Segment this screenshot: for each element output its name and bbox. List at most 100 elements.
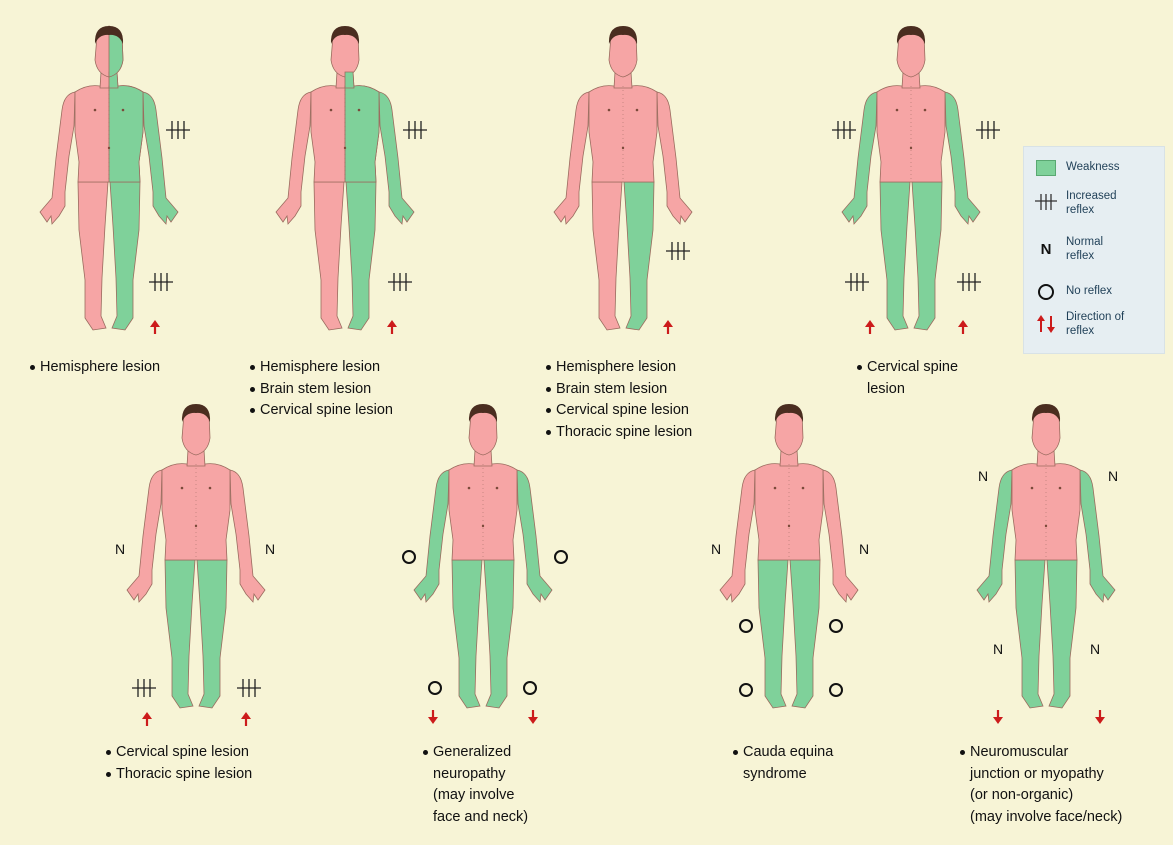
nipple <box>496 487 499 490</box>
arrow-up-icon <box>865 320 875 334</box>
nipple <box>1059 487 1062 490</box>
normal-reflex-label: N <box>115 541 125 557</box>
nipple <box>330 109 333 112</box>
right-arm <box>842 92 877 224</box>
right-leg <box>880 182 910 330</box>
right-arm <box>414 470 449 602</box>
legend-normal-label: Normal reflex <box>1066 235 1103 263</box>
caption-item: Thoracic spine lesion <box>546 422 692 444</box>
left-arm <box>230 470 265 602</box>
left-arm <box>379 92 414 224</box>
caption-neuromuscular: Neuromuscular junction or myopathy (or n… <box>960 742 1122 828</box>
increased-reflex-icon <box>149 273 173 291</box>
arrow-down-icon <box>428 710 438 724</box>
caption-hemisphere: Hemisphere lesion <box>30 357 160 379</box>
right-arm <box>554 92 589 224</box>
arrow-up-icon <box>663 320 673 334</box>
nipple <box>802 487 805 490</box>
left-arm <box>823 470 858 602</box>
no-reflex-icon <box>830 684 842 696</box>
increased-reflex-icon <box>976 121 1000 139</box>
right-leg <box>452 560 482 708</box>
left-leg <box>484 560 514 708</box>
increased-reflex-icon <box>132 679 156 697</box>
increased-reflex-icon <box>237 679 261 697</box>
left-arm <box>945 92 980 224</box>
torso <box>877 86 945 182</box>
right-leg <box>78 182 108 330</box>
legend-increased-label: Increased reflex <box>1066 189 1117 217</box>
caption-item: Cervical spine lesion <box>546 400 692 422</box>
left-leg <box>110 182 140 330</box>
caption-item: Hemisphere lesion <box>30 357 160 379</box>
nipple <box>468 487 471 490</box>
nipple <box>608 109 611 112</box>
normal-reflex-label: N <box>859 541 869 557</box>
head <box>1032 409 1060 455</box>
body-figure-neuropathy <box>414 404 552 708</box>
left-arm <box>143 92 178 224</box>
right-leg <box>165 560 195 708</box>
caption-item: Cervical spine lesion <box>250 400 393 422</box>
no-reflex-icon <box>403 551 415 563</box>
nipple <box>94 109 97 112</box>
caption-hemi-to-thoracic: Hemisphere lesion Brain stem lesion Cerv… <box>546 357 692 443</box>
nipple <box>122 109 125 112</box>
torso <box>589 86 657 182</box>
increased-reflex-icon <box>957 273 981 291</box>
left-leg <box>346 182 376 330</box>
caption-item: Cervical spine lesion <box>106 742 252 764</box>
navel <box>482 525 484 527</box>
legend: Weakness Increased reflex N Normal refle… <box>1023 146 1165 354</box>
arrow-up-icon <box>241 712 251 726</box>
navel <box>344 147 346 149</box>
caption-item: Neuromuscular junction or myopathy (or n… <box>960 742 1122 828</box>
nipple <box>358 109 361 112</box>
legend-none-label: No reflex <box>1066 284 1112 298</box>
head <box>897 31 925 77</box>
caption-cauda-equina: Cauda equina syndrome <box>733 742 833 785</box>
caption-neuropathy: Generalized neuropathy (may involve face… <box>423 742 528 828</box>
body-figure-neuromuscular <box>977 404 1115 708</box>
left-leg <box>912 182 942 330</box>
no-reflex-icon <box>555 551 567 563</box>
right-arm <box>720 470 755 602</box>
head <box>331 31 359 77</box>
legend-weakness-label: Weakness <box>1066 160 1119 174</box>
caption-hemi-brainstem-cervical: Hemisphere lesion Brain stem lesion Cerv… <box>250 357 393 422</box>
body-figure-cervical-thoracic <box>127 404 265 708</box>
no-reflex-icon <box>740 684 752 696</box>
increased-reflex-icon <box>166 121 190 139</box>
no-reflex-icon <box>524 682 536 694</box>
right-arm <box>977 470 1012 602</box>
navel <box>788 525 790 527</box>
nipple <box>636 109 639 112</box>
no-reflex-icon <box>1038 284 1054 300</box>
left-leg <box>1047 560 1077 708</box>
right-leg <box>592 182 622 330</box>
left-leg <box>624 182 654 330</box>
navel <box>108 147 110 149</box>
caption-item: Cervical spine lesion <box>857 357 958 400</box>
navel <box>622 147 624 149</box>
right-arm <box>127 470 162 602</box>
right-arm <box>40 92 75 224</box>
navel <box>910 147 912 149</box>
left-leg <box>790 560 820 708</box>
legend-direction-label: Direction of reflex <box>1066 310 1124 338</box>
normal-reflex-label: N <box>1108 468 1118 484</box>
caption-item: Brain stem lesion <box>250 379 393 401</box>
normal-reflex-label: N <box>978 468 988 484</box>
arrow-up-icon <box>142 712 152 726</box>
caption-cervical-thoracic: Cervical spine lesion Thoracic spine les… <box>106 742 252 785</box>
increased-reflex-icon <box>845 273 869 291</box>
direction-arrows-icon <box>1034 314 1058 334</box>
nipple <box>896 109 899 112</box>
no-reflex-icon <box>740 620 752 632</box>
right-leg <box>314 182 344 330</box>
increased-reflex-icon <box>666 242 690 260</box>
arrow-up-icon <box>387 320 397 334</box>
left-arm <box>517 470 552 602</box>
nipple <box>774 487 777 490</box>
caption-item: Hemisphere lesion <box>250 357 393 379</box>
